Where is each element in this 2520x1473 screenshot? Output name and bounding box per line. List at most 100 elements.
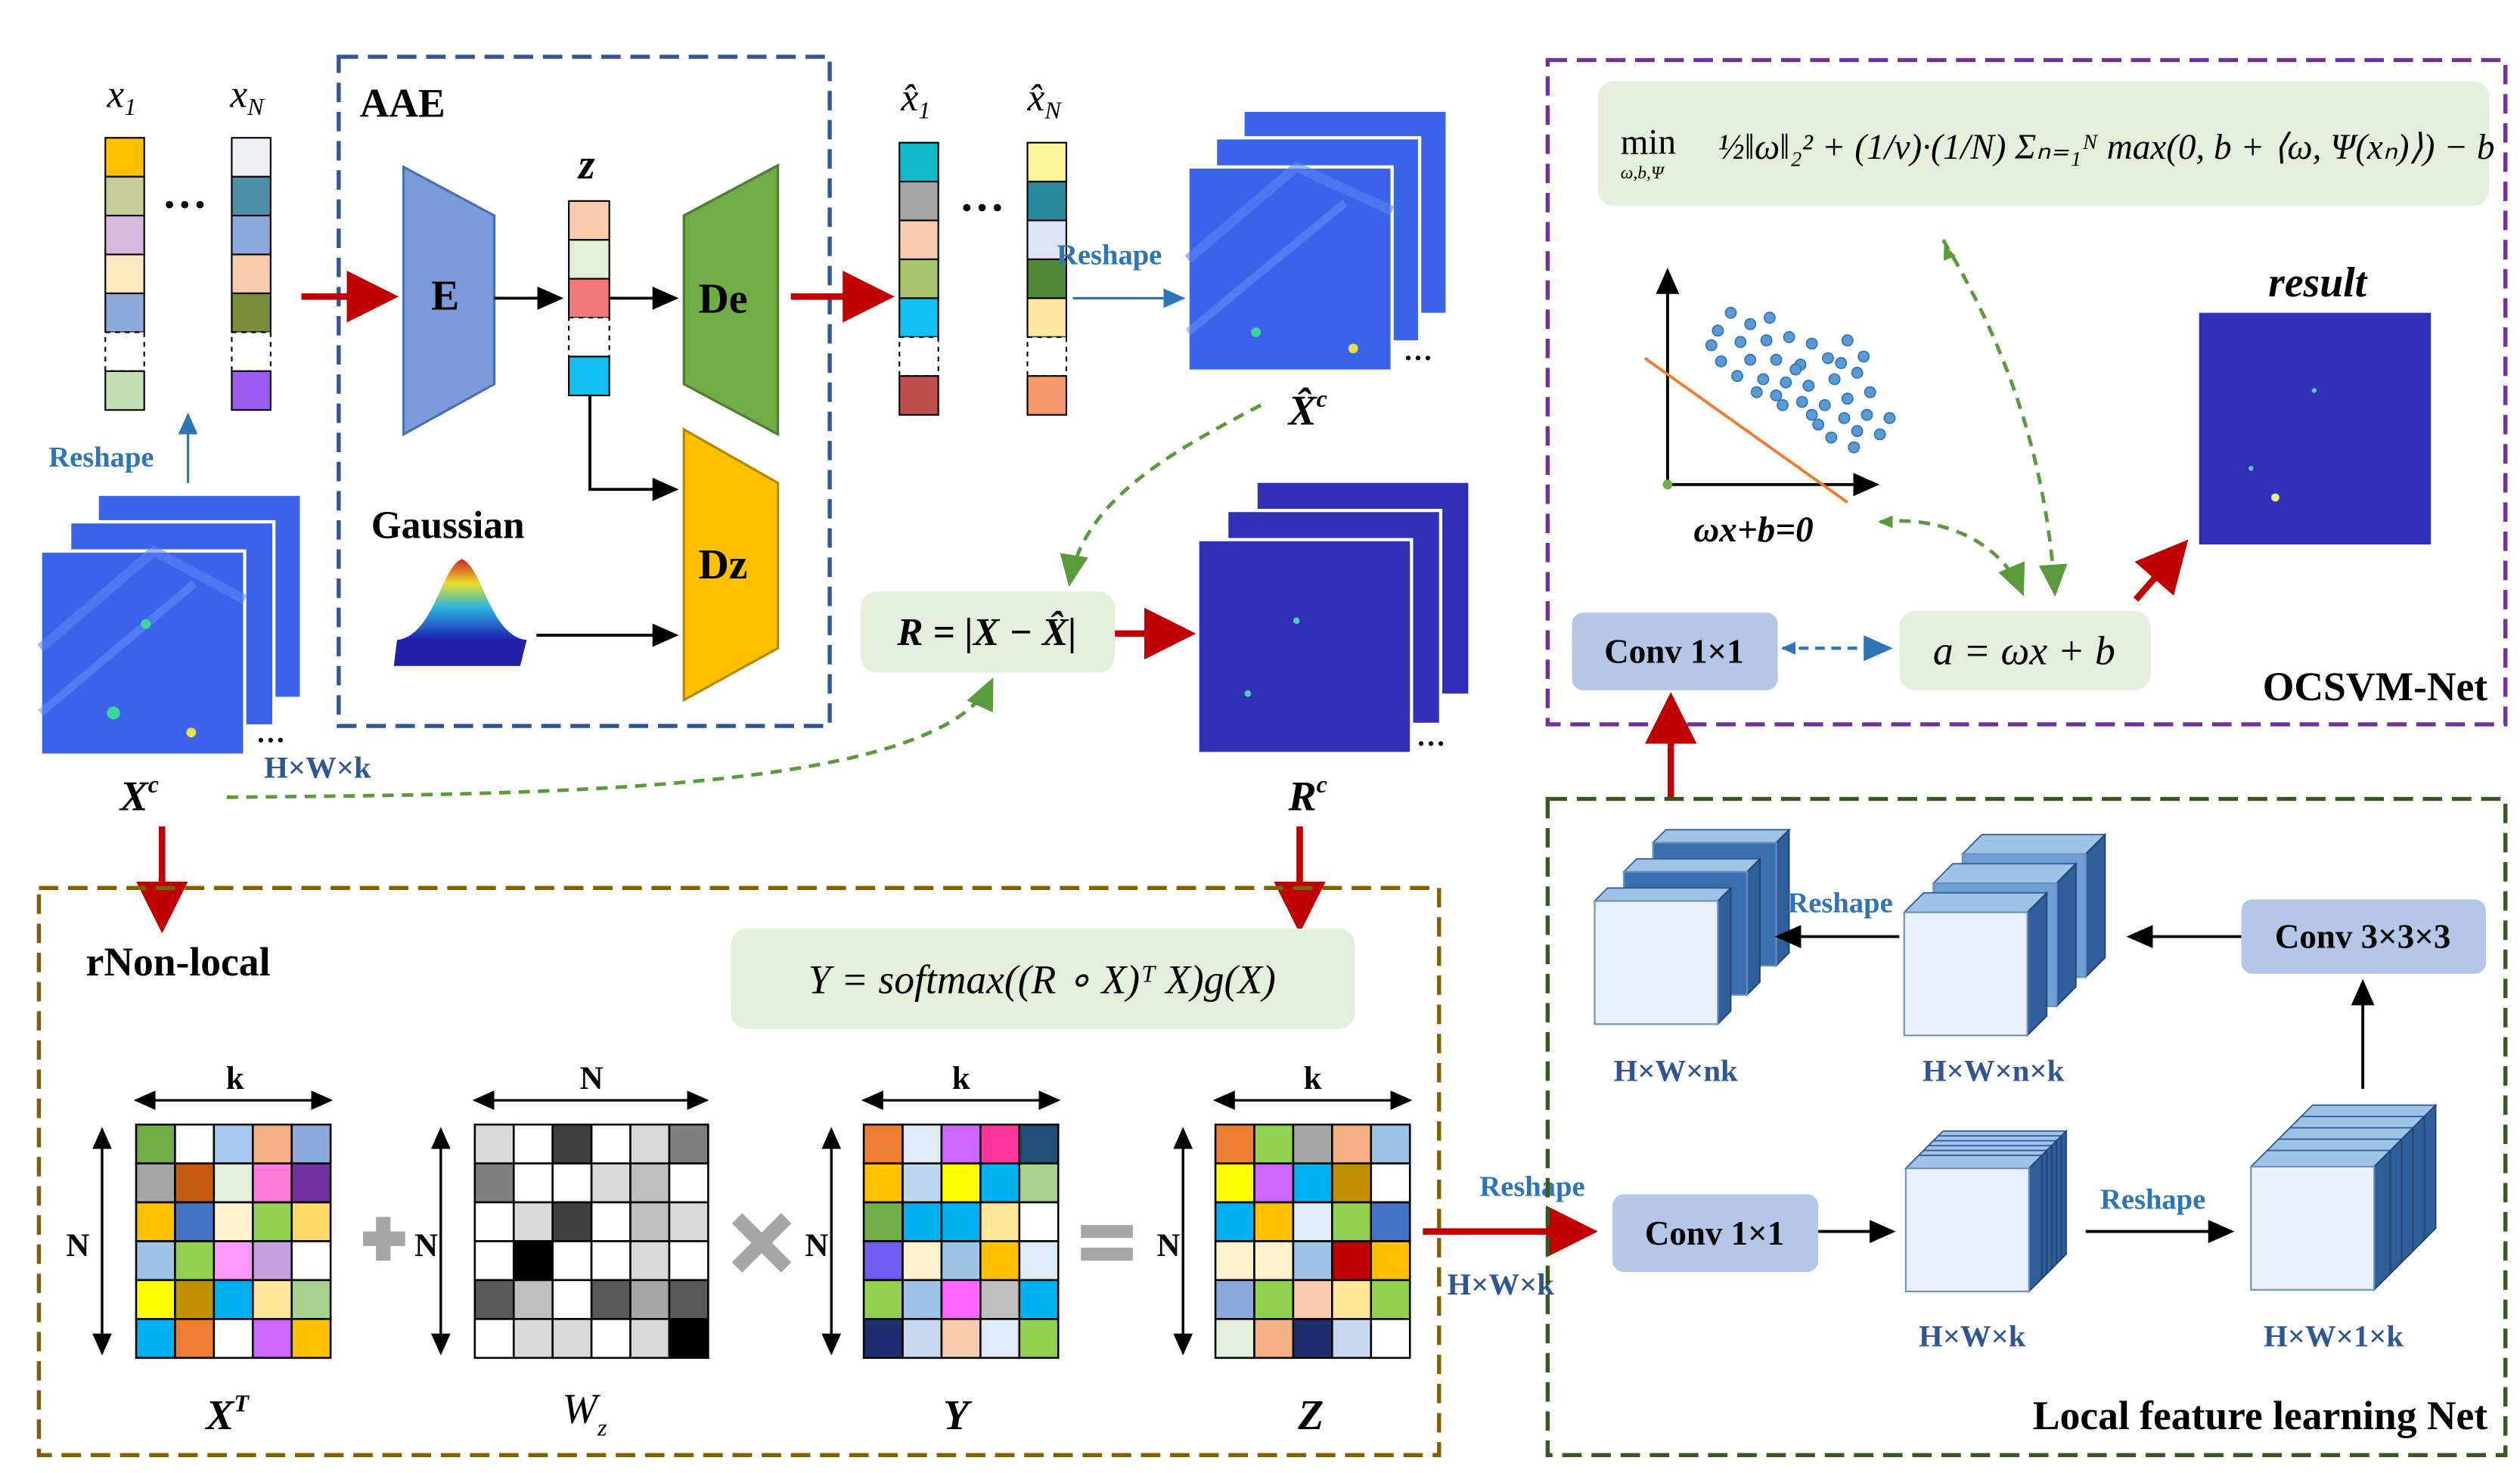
dimension-arrows xyxy=(92,1090,1413,1356)
matrix-cell xyxy=(135,1318,176,1360)
matrix-cell xyxy=(1370,1279,1411,1320)
scatter-point xyxy=(1705,339,1718,352)
dim-k-Y: k xyxy=(952,1061,970,1096)
matrix-cell xyxy=(590,1162,632,1204)
ocsvm-objective-box xyxy=(1597,81,2490,206)
nonlocal-formula-box xyxy=(731,928,1355,1029)
matrix-XT xyxy=(135,1123,332,1360)
label-hwk-input: H×W×k xyxy=(264,751,371,785)
matrix-cell xyxy=(590,1201,632,1242)
scatter-point xyxy=(1812,418,1825,431)
matrix-cell xyxy=(135,1123,176,1164)
input-vector-xN xyxy=(231,137,272,411)
matrix-Z xyxy=(1214,1123,1411,1360)
matrix-cell xyxy=(1214,1201,1255,1242)
svg-text:ω,b,Ψ: ω,b,Ψ xyxy=(1621,163,1665,183)
matrix-cell xyxy=(251,1279,293,1320)
dashed-arrow-hyperplane-score xyxy=(1879,519,2025,597)
matrix-cell xyxy=(473,1201,515,1242)
matrix-cell xyxy=(1018,1318,1060,1360)
label-Xhatc: X̂c xyxy=(1286,385,1327,435)
matrix-cell xyxy=(251,1201,293,1242)
ocsvm-conv-label: Conv 1×1 xyxy=(1604,633,1743,671)
arrow-z-to-discriminator xyxy=(588,395,679,501)
matrix-cell xyxy=(251,1318,293,1360)
matrix-cell xyxy=(1018,1279,1060,1320)
encoder-block xyxy=(402,165,496,437)
matrix-cell xyxy=(551,1201,593,1242)
scatter-points xyxy=(1705,306,1896,454)
matrix-cell xyxy=(940,1318,982,1360)
matrix-cell xyxy=(1214,1123,1255,1164)
matrix-cell xyxy=(290,1318,332,1360)
scatter-point xyxy=(1805,337,1818,350)
ocsvm-box xyxy=(1545,57,2508,727)
latent-vector-z xyxy=(568,200,610,397)
cube-side xyxy=(2028,1153,2043,1293)
cube-side xyxy=(2056,862,2077,1008)
matrix-cell xyxy=(213,1162,254,1204)
matrix-cell xyxy=(551,1318,593,1360)
cube-top xyxy=(1904,1155,2044,1169)
matrix-cell xyxy=(1370,1162,1411,1204)
matrix-cell xyxy=(251,1240,293,1282)
cube-face xyxy=(2250,1165,2376,1291)
matrix-cell xyxy=(1214,1162,1255,1204)
scatter-point xyxy=(1780,376,1792,389)
matrix-cell xyxy=(590,1123,632,1164)
matrix-cell xyxy=(1292,1279,1333,1320)
matrix-cell xyxy=(979,1240,1021,1282)
matrix-cell xyxy=(135,1240,176,1282)
matrix-cell xyxy=(213,1201,254,1242)
cube-face xyxy=(1903,911,2028,1037)
matrix-cell xyxy=(1370,1201,1411,1242)
dashed-arrow-Xhat-to-formula xyxy=(1060,403,1262,588)
label-stack-hw1k: H×W×1×k xyxy=(2264,1319,2404,1354)
matrix-cell xyxy=(135,1162,176,1204)
ocsvm-title: OCSVM-Net xyxy=(2263,664,2488,709)
matrix-cell xyxy=(902,1279,943,1320)
matrix-cell xyxy=(668,1318,709,1360)
ellipsis-residual-stack: … xyxy=(1417,721,1446,752)
scatter-point xyxy=(1724,306,1737,319)
cube-stack-hw1k xyxy=(2249,1103,2438,1292)
nonlocal-box xyxy=(36,885,1442,1457)
scatter-point xyxy=(1851,425,1864,438)
input-vector-x1 xyxy=(104,137,145,411)
matrix-cell xyxy=(1331,1318,1373,1360)
cube-stack-hwnk xyxy=(1902,833,2107,1037)
aae-box xyxy=(337,54,832,728)
matrix-cell xyxy=(668,1123,709,1164)
cube-side xyxy=(1717,886,1732,1026)
plus-operator xyxy=(362,1217,405,1261)
gaussian-surface xyxy=(393,559,527,666)
matrix-cell xyxy=(1292,1240,1333,1282)
local-conv1-box xyxy=(1612,1194,1819,1273)
label-stack-hwk: H×W×k xyxy=(1919,1319,2026,1354)
hyperplane-label: ωx+b=0 xyxy=(1693,510,1813,550)
cube-side xyxy=(2026,891,2048,1037)
scatter-point xyxy=(1777,398,1789,411)
matrix-cell xyxy=(940,1240,982,1282)
recon-vector-x1 xyxy=(898,141,939,416)
matrix-cell xyxy=(940,1279,982,1320)
dim-N-Y: N xyxy=(805,1228,828,1264)
recon-vector-xN xyxy=(1026,141,1068,416)
result-label: result xyxy=(2268,259,2368,306)
matrix-cell xyxy=(1292,1201,1333,1242)
label-xhat1: x̂1 xyxy=(900,76,930,124)
matrix-cell xyxy=(290,1123,332,1164)
scatter-point xyxy=(1835,357,1848,370)
scatter-point xyxy=(1760,334,1773,347)
matrix-cell xyxy=(902,1123,943,1164)
label-stack-hwnk: H×W×n×k xyxy=(1923,1053,2065,1087)
matrix-cell xyxy=(1253,1123,1295,1164)
label-xN: xN xyxy=(229,73,265,121)
matrix-cell xyxy=(290,1201,332,1242)
ocsvm-score-box xyxy=(1899,610,2151,690)
matrix-cell xyxy=(135,1201,176,1242)
matrix-cell xyxy=(551,1123,593,1164)
matrix-cell xyxy=(1253,1279,1295,1320)
dim-N-XT: N xyxy=(66,1228,89,1264)
